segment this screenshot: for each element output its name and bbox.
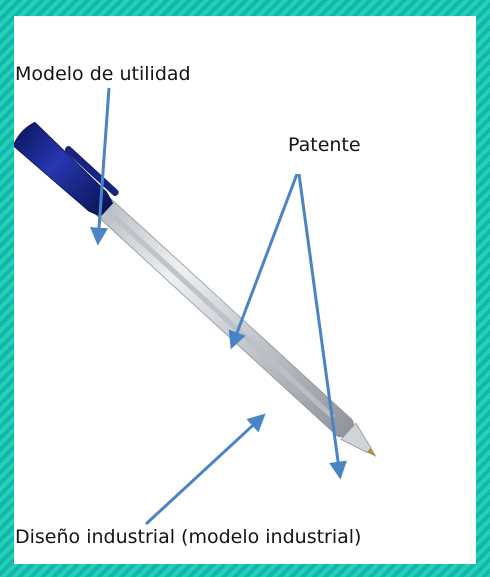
pen-diagram [14, 87, 377, 526]
arrow-patente-barrel [228, 173, 299, 350]
ballpoint-pen-icon [14, 121, 377, 457]
pen-cap-clip [64, 146, 119, 197]
label-patente: Patente [288, 134, 361, 156]
label-modelo-de-utilidad: Modelo de utilidad [15, 63, 191, 85]
label-diseno-industrial: Diseño industrial (modelo industrial) [15, 526, 362, 548]
pen-cap [14, 121, 114, 217]
pen-tip [340, 422, 372, 453]
pen-ink-tube [88, 192, 336, 420]
arrow-diseno-industrial [144, 413, 266, 526]
diagram-panel: Modelo de utilidad Patente Diseño indust… [14, 16, 476, 564]
arrow-patente-tip [297, 173, 347, 480]
arrow-modelo-utilidad [90, 87, 111, 246]
